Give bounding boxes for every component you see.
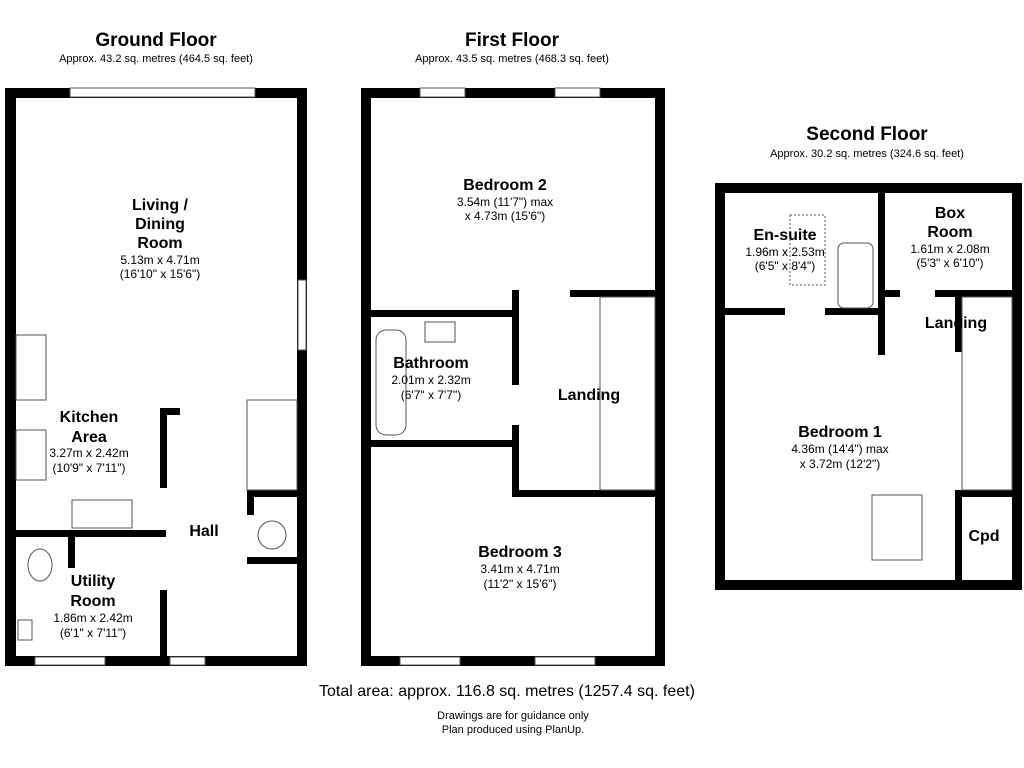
room-name: Room: [137, 235, 182, 252]
room-dimensions: 4.36m (14'4") max: [791, 442, 888, 456]
room-name: Living /: [132, 197, 189, 214]
room-dimensions: (6'7" x 7'7"): [401, 388, 461, 402]
room-name: Dining: [135, 216, 185, 233]
room-dimensions: 1.86m x 2.42m: [53, 611, 132, 625]
room-dimensions: 3.41m x 4.71m: [480, 562, 559, 576]
room-dimensions: 1.61m x 2.08m: [910, 242, 989, 256]
room-dimensions: (6'5" x 8'4"): [755, 259, 815, 273]
room-dimensions: (5'3" x 6'10"): [916, 256, 983, 270]
room-name: Area: [71, 429, 107, 446]
room-dimensions: 3.54m (11'7") max: [457, 195, 553, 209]
disclaimer: Drawings are for guidance only: [437, 710, 589, 722]
room-name: Landing: [925, 315, 987, 332]
room-dimensions: 3.27m x 2.42m: [49, 446, 128, 460]
first-floor-walls: [361, 87, 665, 666]
room-dimensions: 1.96m x 2.53m: [745, 245, 824, 259]
room-name: Bedroom 1: [798, 424, 882, 441]
room-dimensions: (16'10" x 15'6"): [120, 267, 200, 281]
first-floor-title: First Floor: [465, 30, 560, 51]
room-name: Landing: [558, 387, 620, 404]
credit: Plan produced using PlanUp.: [442, 724, 584, 736]
room-name: Hall: [189, 523, 218, 540]
room-name: Box: [935, 205, 965, 222]
room-dimensions: (11'2" x 15'6"): [484, 577, 557, 591]
room-name: Kitchen: [60, 409, 119, 426]
room-name: Utility: [71, 573, 116, 590]
ground-floor-area: Approx. 43.2 sq. metres (464.5 sq. feet): [59, 53, 253, 65]
room-dimensions: x 3.72m (12'2"): [800, 457, 881, 471]
room-name: Bedroom 2: [463, 177, 547, 194]
first-floor-area: Approx. 43.5 sq. metres (468.3 sq. feet): [415, 53, 609, 65]
room-dimensions: x 4.73m (15'6"): [465, 209, 546, 223]
room-name: Bedroom 3: [478, 544, 562, 561]
room-dimensions: 5.13m x 4.71m: [120, 253, 199, 267]
second-floor-area: Approx. 30.2 sq. metres (324.6 sq. feet): [770, 148, 964, 160]
ground-floor-walls: [5, 87, 307, 666]
room-name: Bathroom: [393, 355, 469, 372]
ground-floor-title: Ground Floor: [95, 30, 217, 51]
room-dimensions: (6'1" x 7'11"): [60, 626, 126, 640]
room-name: Room: [927, 224, 972, 241]
room-name: En-suite: [753, 227, 816, 244]
second-floor-title: Second Floor: [806, 124, 928, 145]
second-floor-walls: [715, 183, 1022, 590]
room-dimensions: (10'9" x 7'11"): [53, 461, 126, 475]
room-name: Cpd: [968, 528, 999, 545]
room-name: Room: [70, 593, 115, 610]
total-area: Total area: approx. 116.8 sq. metres (12…: [319, 683, 695, 700]
room-dimensions: 2.01m x 2.32m: [391, 373, 470, 387]
